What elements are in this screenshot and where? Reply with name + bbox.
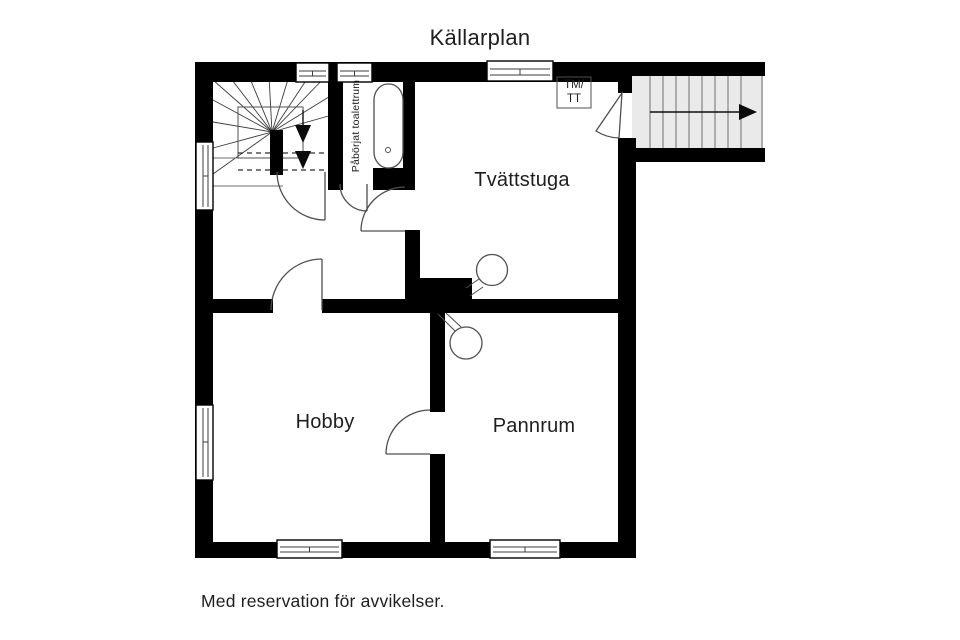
wall-middle-right — [322, 299, 622, 313]
washer-dryer-box — [556, 76, 592, 109]
window-bottom-hobby — [276, 539, 343, 559]
doors — [270, 90, 623, 455]
room-label-boiler: Pannrum — [492, 415, 576, 437]
room-label-wc: Påbörjat toalettrum — [350, 79, 362, 173]
wall-stair-newel — [270, 130, 283, 175]
window-left-lower — [195, 404, 214, 481]
wall-stair-corridor-bottom — [632, 148, 765, 162]
wall-wc-left — [328, 82, 343, 190]
door-stair-hall — [276, 171, 326, 221]
interior-staircase — [212, 75, 333, 187]
washer-dryer-label: TM/ TT — [557, 77, 591, 108]
door-hobby — [270, 258, 323, 311]
window-left-upper — [195, 141, 214, 211]
bathtub-drain — [385, 147, 391, 153]
stair-direction-arrow — [650, 104, 757, 120]
wall-stair-corridor-top — [620, 62, 765, 76]
room-label-laundry: Tvättstuga — [474, 169, 570, 191]
flue-boiler — [437, 312, 483, 360]
disclaimer-text: Med reservation för avvikelser. — [201, 591, 445, 611]
page-title: Källarplan — [429, 25, 531, 50]
windows — [195, 60, 561, 559]
wall-wc-bottom — [373, 168, 415, 190]
door-boiler — [385, 409, 431, 455]
dryer-label: TT — [566, 92, 582, 105]
flue-laundry — [465, 253, 509, 297]
wall-wc-right — [403, 82, 415, 168]
exterior-staircase — [632, 76, 763, 148]
washer-label: TM/ — [564, 79, 584, 92]
wall-hobby-boiler-lower — [430, 454, 445, 545]
wall-entry-jamb — [618, 76, 632, 93]
stair-down-arrow — [295, 151, 311, 169]
wall-laundry-hall — [405, 230, 420, 300]
window-top-stair — [295, 62, 330, 83]
window-bottom-boiler — [489, 539, 561, 559]
wall-bottom — [195, 542, 636, 558]
room-label-hobby: Hobby — [295, 411, 355, 433]
wall-hobby-boiler-upper — [430, 313, 445, 412]
door-wc — [339, 183, 368, 212]
door-entry — [595, 90, 623, 139]
window-top-laundry — [486, 60, 554, 82]
window-top-wc — [336, 62, 373, 83]
stair-down-arrow — [295, 110, 311, 143]
door-laundry — [360, 186, 406, 232]
wall-right — [618, 138, 636, 558]
bathtub — [373, 83, 404, 169]
wall-middle-left — [195, 299, 273, 313]
fixtures — [373, 76, 592, 360]
